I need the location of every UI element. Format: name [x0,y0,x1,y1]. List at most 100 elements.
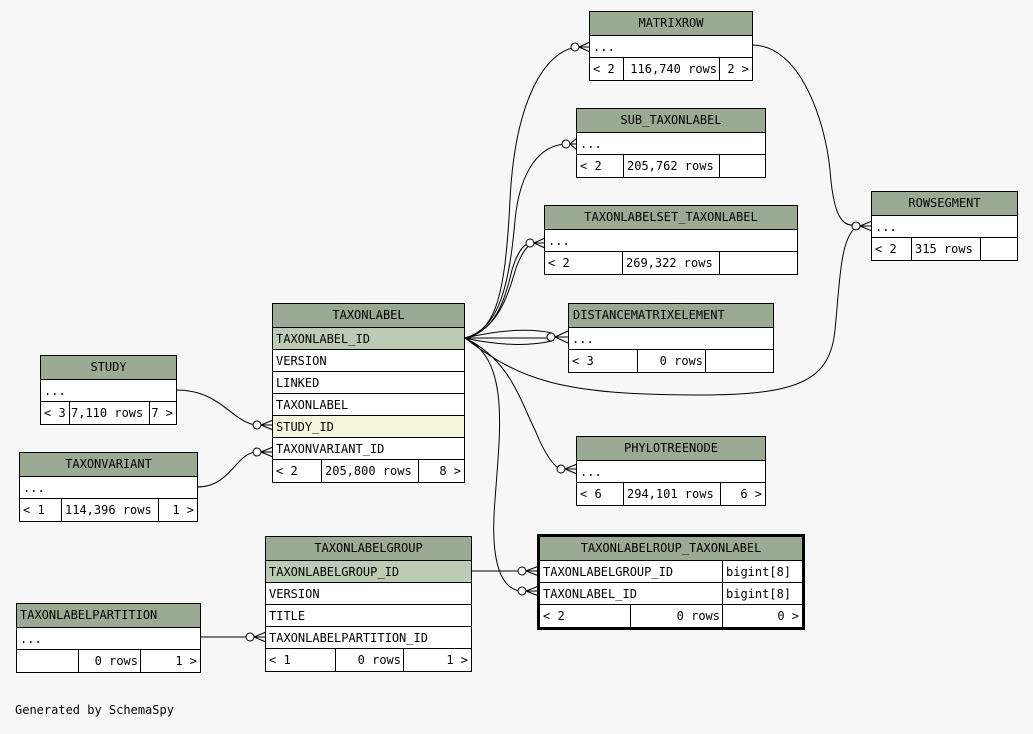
children-count[interactable]: 1 > [446,653,468,667]
column-title: TITLE [266,605,471,627]
table-title: DISTANCEMATRIXELEMENT [569,304,773,328]
row-count: 205,800 rows [322,460,419,482]
edge-taxonlabel-rowsegment [464,226,857,396]
edge-end-circle [517,586,527,596]
table-taxonlabelgroup[interactable]: TAXONLABELGROUP TAXONLABELGROUP_ID VERSI… [265,536,472,672]
parents-count[interactable]: < 1 [266,649,336,671]
table-row: ... [577,133,765,155]
edge-end-circle [546,332,556,342]
parents-count[interactable]: < 2 [545,252,623,274]
parents-count[interactable]: < 1 [20,499,62,521]
table-title: TAXONLABELGROUP [266,537,471,561]
edge-taxonlabel-taxonlabelset-2 [464,242,534,339]
table-title: TAXONLABELPARTITION [17,604,200,628]
children-count [720,252,797,274]
crowfoot [260,446,274,458]
table-row: TAXONLABELGROUP_ID bigint[8] [540,561,802,583]
column-taxonvariant-id: TAXONVARIANT_ID [273,438,464,460]
edge-end-circle [252,420,262,430]
children-count[interactable]: 1 > [172,503,194,517]
column-version: VERSION [273,350,464,372]
edge-taxonvariant-taxonlabel [196,451,256,488]
row-count: 294,101 rows [624,483,721,505]
column-taxonlabel-id: TAXONLABEL_ID [273,328,464,350]
edge-taxonlabel-matrixrow [464,46,579,339]
table-distancematrixelement[interactable]: DISTANCEMATRIXELEMENT ... < 3 0 rows [568,303,774,373]
parents-count[interactable]: < 3 [41,402,70,424]
children-count[interactable]: 0 > [777,609,799,623]
parents-count[interactable]: < 3 [569,350,638,372]
table-footer: 0 rows 1 > [17,650,200,672]
table-title: MATRIXROW [590,12,752,36]
children-count[interactable]: 8 > [439,464,461,478]
table-rowsegment[interactable]: ROWSEGMENT ... < 2 315 rows [871,191,1018,261]
parents-count[interactable]: < 2 [273,460,322,482]
edge-study-taxonlabel [175,389,256,426]
edge-end-circle [556,464,566,474]
table-title: STUDY [41,356,176,380]
row-count: 0 rows [631,605,723,627]
table-footer: < 2 205,800 rows 8 > [273,460,464,482]
table-row: ... [872,216,1017,238]
table-footer: < 2 0 rows 0 > [540,605,802,627]
table-row: ... [590,36,752,58]
edge-end-circle [245,632,255,642]
column-taxonlabelgroup-id: TAXONLABELGROUP_ID [540,561,723,582]
parents-count [17,650,79,672]
table-row: ... [41,380,176,402]
table-taxonlabelroup-taxonlabel[interactable]: TAXONLABELROUP_TAXONLABEL TAXONLABELGROU… [537,534,805,630]
edge-taxonlabel-sub-taxonlabel [464,143,567,339]
children-count[interactable]: 2 > [727,62,749,76]
table-phylotreenode[interactable]: PHYLOTREENODE ... < 6 294,101 rows 6 > [576,436,766,506]
table-row: ... [17,628,200,650]
table-study[interactable]: STUDY ... < 3 7,110 rows 7 > [40,355,177,425]
table-row: ... [20,477,197,499]
table-matrixrow[interactable]: MATRIXROW ... < 2 116,740 rows 2 > [589,11,753,81]
table-footer: < 2 269,322 rows [545,252,797,274]
edge-matrixrow-rowsegment [751,44,853,226]
table-taxonvariant[interactable]: TAXONVARIANT ... < 1 114,396 rows 1 > [19,452,198,522]
row-count: 315 rows [912,238,981,260]
edge-end-circle [851,221,861,231]
edge-end-circle [517,566,527,576]
row-count: 114,396 rows [62,499,159,521]
row-count: 0 rows [638,350,706,372]
children-count[interactable]: 1 > [175,654,197,668]
column-linked: LINKED [273,372,464,394]
parents-count[interactable]: < 2 [872,238,912,260]
table-footer: < 1 114,396 rows 1 > [20,499,197,521]
column-taxonlabel-id: TAXONLABEL_ID [540,583,723,604]
generated-by-credit[interactable]: Generated by SchemaSpy [15,703,174,717]
edge-end-circle [525,238,535,248]
crowfoot [260,419,274,431]
table-title: TAXONLABELSET_TAXONLABEL [545,206,797,230]
table-footer: < 3 0 rows [569,350,773,372]
edge-taxonlabel-distancematrix-3 [464,337,553,345]
children-count [981,238,1017,260]
column-type: bigint[8] [726,565,792,579]
children-count[interactable]: 7 > [151,406,173,420]
crowfoot [253,631,267,643]
parents-count[interactable]: < 2 [577,155,624,177]
table-footer: < 3 7,110 rows 7 > [41,402,176,424]
crowfoot [578,41,591,53]
column-taxonlabelpartition-id: TAXONLABELPARTITION_ID [266,627,471,649]
table-footer: < 2 205,762 rows [577,155,765,177]
children-count[interactable]: 6 > [740,487,762,501]
edge-taxonlabel-distancematrix-1 [464,329,553,339]
table-taxonlabelset-taxonlabel[interactable]: TAXONLABELSET_TAXONLABEL ... < 2 269,322… [544,205,798,275]
table-title: TAXONLABEL [273,304,464,328]
edge-end-circle [252,447,262,457]
table-row: ... [569,328,773,350]
column-type: bigint[8] [726,587,792,601]
parents-count[interactable]: < 6 [577,483,624,505]
table-taxonlabel[interactable]: TAXONLABEL TAXONLABEL_ID VERSION LINKED … [272,303,465,483]
edge-end-circle [570,42,580,52]
table-title: TAXONLABELROUP_TAXONLABEL [540,537,802,561]
table-sub-taxonlabel[interactable]: SUB_TAXONLABEL ... < 2 205,762 rows [576,108,766,178]
parents-count[interactable]: < 2 [590,58,624,80]
table-taxonlabelpartition[interactable]: TAXONLABELPARTITION ... 0 rows 1 > [16,603,201,673]
crowfoot [554,330,569,344]
parents-count[interactable]: < 2 [540,605,631,627]
column-version: VERSION [266,583,471,605]
